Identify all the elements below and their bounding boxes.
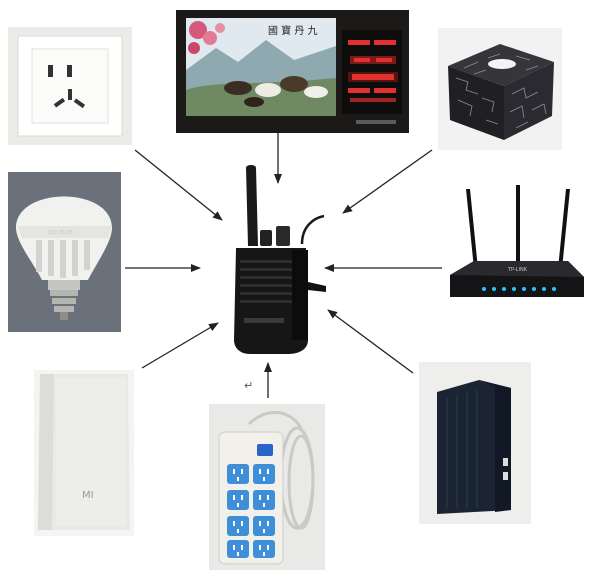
led-bulb: LED BULB	[8, 172, 121, 332]
svg-text:國 寶 丹 九: 國 寶 丹 九	[268, 24, 318, 37]
power-strip	[209, 404, 325, 570]
arrow-tissue-to-radio	[342, 149, 433, 214]
network-box	[419, 362, 531, 524]
power-bank: MI	[34, 370, 134, 536]
router-icon: TP-LINK	[444, 185, 589, 315]
wall-socket-icon	[8, 27, 132, 145]
digital-calendar-frame: 國 寶 丹 九	[176, 10, 409, 133]
wall-socket	[8, 27, 132, 145]
arrow-powerbank-to-radio	[141, 322, 219, 369]
power-bank-logo: MI	[82, 490, 94, 501]
arrow-netbox-to-radio	[327, 309, 414, 374]
power-strip-icon	[209, 404, 325, 570]
paragraph-mark: ↵	[244, 379, 254, 392]
network-box-icon	[419, 362, 531, 524]
walkie-talkie	[226, 160, 330, 356]
svg-text:LED BULB: LED BULB	[48, 230, 73, 236]
calendar-frame-icon: 國 寶 丹 九	[176, 10, 409, 133]
power-bank-icon: MI	[34, 370, 134, 536]
tissue-box	[438, 28, 562, 150]
tissue-box-icon	[438, 28, 562, 150]
walkie-talkie-icon	[234, 165, 326, 354]
svg-text:TP-LINK: TP-LINK	[507, 267, 528, 273]
light-bulb-icon: LED BULB	[8, 172, 121, 332]
arrow-socket-to-radio	[134, 149, 223, 221]
wifi-router: TP-LINK	[444, 185, 589, 315]
